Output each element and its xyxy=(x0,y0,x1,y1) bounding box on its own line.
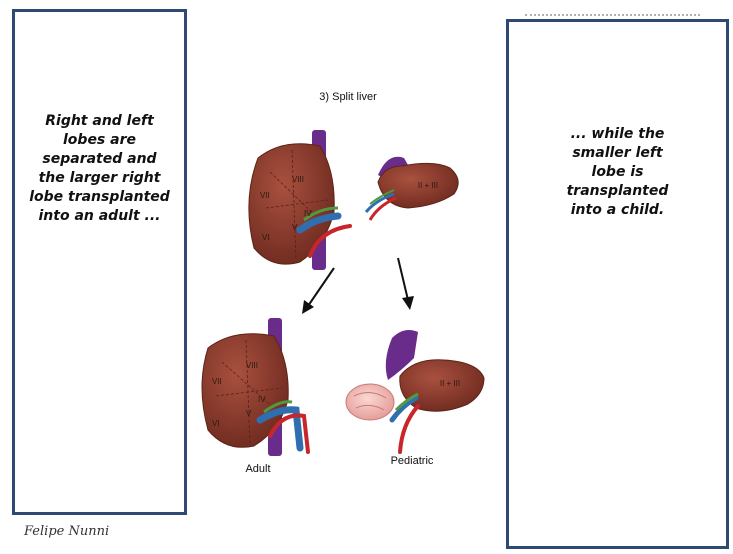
segment-label-vi: VI xyxy=(262,233,270,242)
pediatric-label: Pediatric xyxy=(391,455,434,467)
split-liver-diagram: 3) Split liver VII VIII IV V VI II + III xyxy=(188,80,498,480)
segment-label-vii: VII xyxy=(260,191,270,200)
top-right-lobe-graft: VII VIII IV V VI xyxy=(249,130,350,270)
adult-segment-label-viii: VIII xyxy=(246,361,258,370)
author-signature: Felipe Nunni xyxy=(24,524,109,539)
segment-label-viii: VIII xyxy=(292,175,304,184)
adult-segment-label-vii: VII xyxy=(212,377,222,386)
adult-label: Adult xyxy=(245,463,270,475)
arrow-to-pediatric xyxy=(398,258,414,310)
top-left-lobe-graft: II + III xyxy=(366,157,458,220)
diagram-title: 3) Split liver xyxy=(319,91,377,103)
adult-segment-label-vi: VI xyxy=(212,419,220,428)
pancreas-icon xyxy=(346,384,394,420)
right-text-panel: ... while the smaller left lobe is trans… xyxy=(506,19,729,549)
segment-label-ii-iii: II + III xyxy=(418,181,438,190)
top-dotted-text-fragment xyxy=(525,14,700,18)
segment-label-v: V xyxy=(292,223,298,232)
right-panel-caption: ... while the smaller left lobe is trans… xyxy=(509,125,726,220)
adult-segment-label-iv: IV xyxy=(258,395,266,404)
left-text-panel: Right and left lobes are separated and t… xyxy=(12,9,187,515)
pediatric-segment-label-ii-iii: II + III xyxy=(440,379,460,388)
adult-segment-label-v: V xyxy=(246,409,252,418)
left-panel-caption: Right and left lobes are separated and t… xyxy=(15,112,184,226)
adult-recipient-liver: VII VIII IV V VI xyxy=(202,318,308,456)
segment-label-iv: IV xyxy=(304,209,312,218)
arrow-to-adult xyxy=(302,268,334,314)
pediatric-recipient-liver: II + III xyxy=(346,330,484,452)
pediatric-artery-icon xyxy=(400,406,418,452)
